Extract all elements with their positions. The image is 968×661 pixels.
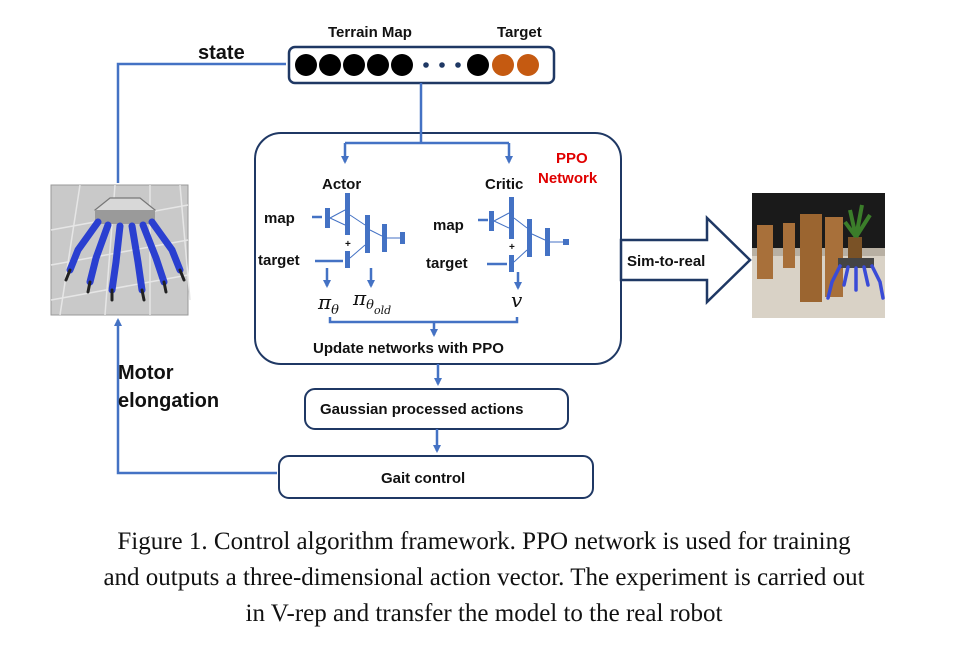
gaussian-label: Gaussian processed actions xyxy=(320,401,523,418)
target-top-label: Target xyxy=(497,24,542,41)
critic-layer xyxy=(509,197,514,239)
actor-layer xyxy=(365,215,370,253)
pillar xyxy=(825,217,843,297)
critic-layer xyxy=(545,228,550,256)
actor-target-label: target xyxy=(258,252,300,269)
terrain-dot xyxy=(391,54,413,76)
actor-layer xyxy=(345,193,350,235)
ellipsis-dot xyxy=(423,62,429,68)
plant-pot xyxy=(848,237,862,259)
hexapod-body-side xyxy=(95,210,155,224)
critic-label: Critic xyxy=(485,176,523,193)
pillar xyxy=(757,225,773,279)
state-label: state xyxy=(198,42,245,64)
pi-theta-symbol: πθ xyxy=(317,290,339,318)
ellipsis-dot xyxy=(455,62,461,68)
gait-control-box xyxy=(278,455,594,499)
actor-connections xyxy=(329,209,400,259)
critic-layer xyxy=(509,255,514,272)
network-label: Network xyxy=(538,170,598,187)
pillar xyxy=(783,223,795,268)
v-symbol: v xyxy=(511,288,523,312)
actor-layer xyxy=(345,251,350,268)
pillar xyxy=(800,214,822,302)
caption-line-3: in V-rep and transfer the model to the r… xyxy=(245,600,723,627)
terrain-dot xyxy=(295,54,317,76)
real-robot-body-icon xyxy=(838,258,874,268)
actor-network-icon: + xyxy=(312,193,405,268)
critic-input-lines xyxy=(478,218,507,266)
motor-label: Motor xyxy=(118,362,174,384)
actor-map-label: map xyxy=(264,210,295,227)
target-dot xyxy=(517,54,539,76)
critic-plus: + xyxy=(509,242,515,253)
real-robot-legs-icon xyxy=(826,264,885,300)
update-label: Update networks with PPO xyxy=(313,340,504,357)
ellipsis-dot xyxy=(439,62,445,68)
motor-loop-arrow xyxy=(114,318,277,475)
gait-control-label: Gait control xyxy=(381,470,465,487)
terrain-dot xyxy=(367,54,389,76)
ppo-label: PPO xyxy=(556,150,588,167)
pi-theta-old-symbol: πθold xyxy=(352,286,391,317)
critic-layer xyxy=(489,211,494,231)
ppo-network-box xyxy=(254,132,622,365)
elongation-label: elongation xyxy=(118,390,219,412)
hexapod-legs-icon xyxy=(66,218,184,294)
sim-to-real-arrow xyxy=(619,215,752,305)
hexapod-feet-icon xyxy=(64,268,186,302)
actor-label: Actor xyxy=(322,176,361,193)
state-loop-line xyxy=(116,62,286,183)
critic-layer xyxy=(563,239,569,245)
terrain-dot xyxy=(467,54,489,76)
real-robot-photo xyxy=(752,193,885,318)
critic-map-label: map xyxy=(433,217,464,234)
actor-plus: + xyxy=(345,239,351,250)
critic-target-label: target xyxy=(426,255,468,272)
figure-caption: Figure 1. Control algorithm framework. P… xyxy=(0,524,968,632)
critic-connections xyxy=(493,212,563,263)
terrain-dot xyxy=(319,54,341,76)
actor-layer xyxy=(400,232,405,244)
caption-line-1: Figure 1. Control algorithm framework. P… xyxy=(117,528,851,555)
actor-layer xyxy=(325,208,330,228)
sim-robot-image xyxy=(50,184,191,316)
critic-network-icon: + xyxy=(478,197,569,272)
update-bracket xyxy=(328,317,519,324)
actor-layer xyxy=(382,224,387,252)
state-vector xyxy=(287,45,556,85)
caption-line-2: and outputs a three-dimensional action v… xyxy=(103,564,865,591)
critic-layer xyxy=(527,219,532,257)
target-dot xyxy=(492,54,514,76)
terrain-dot xyxy=(343,54,365,76)
plant-leaves-icon xyxy=(843,204,872,239)
terrain-map-label: Terrain Map xyxy=(328,24,412,41)
actor-input-lines xyxy=(312,215,343,263)
sim-to-real-label: Sim-to-real xyxy=(627,253,705,270)
